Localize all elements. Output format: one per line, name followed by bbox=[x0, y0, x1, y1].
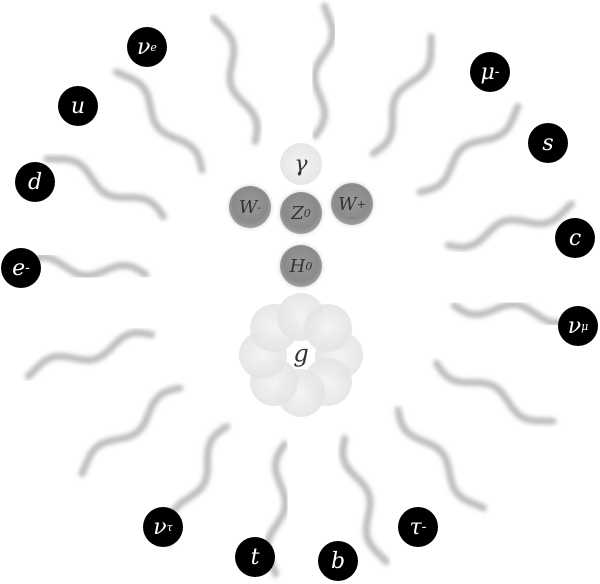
wave-line bbox=[24, 329, 156, 380]
wave-line bbox=[444, 200, 576, 251]
fermion-charm: c bbox=[555, 218, 595, 258]
boson-gluon-label: g bbox=[293, 339, 309, 368]
wave-line bbox=[416, 102, 522, 196]
wave-line bbox=[369, 33, 435, 157]
wave-line bbox=[112, 68, 206, 174]
fermion-strange: s bbox=[528, 123, 568, 163]
fermion-top: t bbox=[235, 537, 275, 577]
wave-line bbox=[433, 359, 557, 425]
fermion-down: d bbox=[15, 162, 55, 202]
fermion-up: u bbox=[58, 86, 98, 126]
wave-line bbox=[394, 406, 488, 512]
wave-line bbox=[43, 155, 167, 221]
wave-line bbox=[339, 434, 390, 566]
wave-line bbox=[310, 2, 337, 140]
fermion-muon: μ- bbox=[470, 52, 510, 92]
boson-w-minus: W- bbox=[229, 186, 271, 228]
fermion-tau: τ- bbox=[398, 507, 438, 547]
wave-line bbox=[78, 384, 184, 478]
boson-w-plus: W+ bbox=[331, 183, 373, 225]
fermion-bottom: b bbox=[318, 541, 358, 581]
fermion-electron: e- bbox=[1, 248, 41, 288]
gluon-blob bbox=[303, 304, 352, 353]
boson-photon: γ bbox=[280, 143, 322, 185]
wave-line bbox=[210, 14, 261, 146]
